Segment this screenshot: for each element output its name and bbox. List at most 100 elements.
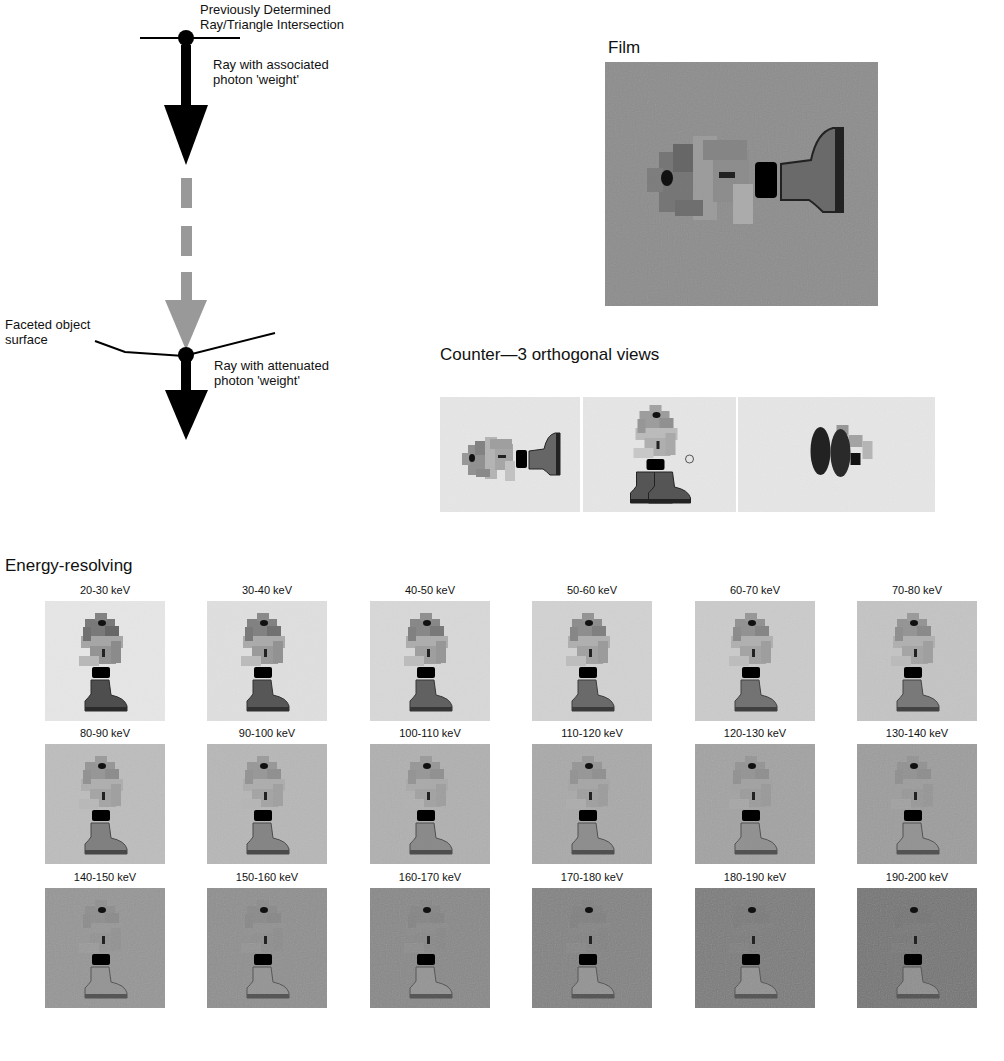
scan-shape: [370, 744, 490, 864]
scan-shape: [923, 928, 933, 950]
radiograph-image: [45, 601, 165, 721]
noise: [207, 601, 327, 721]
dense-block: [516, 450, 527, 468]
ray-dash: [181, 178, 192, 208]
dense-object: [748, 620, 756, 626]
energy-bin-label: 30-40 keV: [207, 584, 327, 596]
scan-shape: [570, 914, 578, 928]
scan-shape: [695, 888, 815, 1008]
boot: [897, 967, 939, 998]
noise: [370, 601, 490, 721]
scan-shape: [207, 744, 327, 864]
scan-shape: [592, 626, 606, 636]
scan-shape: [410, 994, 452, 998]
energy-bin-label: 170-180 keV: [532, 871, 652, 883]
scan-shape: [85, 994, 127, 998]
scan-shape: [572, 850, 614, 854]
scan-shape: [572, 967, 614, 998]
annotation-label: Ray with associated photon 'weight': [213, 58, 363, 88]
scan-shape: [420, 613, 432, 621]
scan-shape: [582, 613, 594, 621]
scan-shape: [897, 823, 939, 854]
energy-bin-label: 180-190 keV: [695, 871, 815, 883]
dense-block: [92, 810, 110, 821]
boot: [572, 967, 614, 998]
dense-block: [904, 954, 922, 965]
scan-shape: [95, 613, 107, 621]
scan-shape: [735, 823, 777, 854]
dense-object: [719, 172, 735, 178]
scan-shape: [85, 707, 127, 711]
dense-object: [264, 792, 267, 800]
energy-panel: 180-190 keV: [695, 871, 815, 1008]
shoe-sole: [811, 427, 831, 475]
grey-arrowhead: [165, 300, 207, 350]
dense-object: [260, 907, 268, 913]
dense-object: [427, 649, 430, 657]
noise: [532, 601, 652, 721]
ray-dash: [181, 272, 192, 304]
dense-block: [254, 810, 272, 821]
scan-shape: [111, 641, 121, 663]
scan-shape: [781, 128, 843, 212]
scan-shape: [631, 405, 691, 503]
clutter: [891, 613, 935, 666]
boot: [735, 823, 777, 854]
radiograph-image: [532, 601, 652, 721]
energy-bin-label: 50-60 keV: [532, 584, 652, 596]
scan-shape: [532, 601, 652, 721]
dense-block: [254, 667, 272, 678]
dense-object: [423, 763, 431, 769]
scan-shape: [404, 656, 424, 666]
energy-bin-label: 120-130 keV: [695, 727, 815, 739]
clutter: [404, 613, 448, 666]
scan-shape: [895, 914, 903, 928]
dense-object: [589, 792, 592, 800]
dense-object: [589, 936, 592, 944]
dense-object: [748, 763, 756, 769]
dense-block: [254, 954, 272, 965]
scan-shape: [85, 850, 127, 854]
scan-shape: [410, 823, 452, 854]
clutter: [241, 613, 285, 666]
boot: [897, 680, 939, 711]
scan-shape: [79, 656, 99, 666]
annotation-label: Faceted object surface: [5, 318, 91, 348]
energy-panel: 80-90 keV: [45, 727, 165, 864]
dense-object: [653, 412, 661, 418]
clutter: [634, 405, 678, 458]
scan-shape: [863, 441, 873, 459]
energy-panel: 120-130 keV: [695, 727, 815, 864]
scan-shape: [650, 405, 662, 413]
scan-shape: [592, 913, 606, 923]
scan-shape: [895, 627, 903, 641]
scan-shape: [649, 499, 691, 503]
scan-shape: [907, 756, 919, 764]
noise: [738, 397, 935, 512]
dense-object: [260, 763, 268, 769]
scan-shape: [605, 62, 878, 306]
dense-block: [742, 810, 760, 821]
energy-panel: 130-140 keV: [857, 727, 977, 864]
scan-shape: [923, 784, 933, 806]
radiograph-image: [857, 601, 977, 721]
counter-view: [440, 397, 580, 512]
dense-block: [92, 954, 110, 965]
energy-bin-label: 80-90 keV: [45, 727, 165, 739]
boot: [85, 680, 127, 711]
energy-panel: 160-170 keV: [370, 871, 490, 1008]
scan-shape: [247, 680, 289, 711]
dense-object: [585, 763, 593, 769]
dense-object: [910, 763, 918, 769]
clutter: [729, 613, 773, 666]
panel-title: Film: [605, 38, 878, 58]
scan-shape: [241, 799, 261, 809]
scan-shape: [430, 626, 444, 636]
scan-shape: [755, 626, 769, 636]
scan-shape: [598, 641, 608, 663]
dense-object: [427, 792, 430, 800]
scan-shape: [408, 627, 416, 641]
scan-shape: [703, 140, 747, 160]
scan-shape: [897, 994, 939, 998]
energy-panel: 20-30 keV: [45, 584, 165, 721]
